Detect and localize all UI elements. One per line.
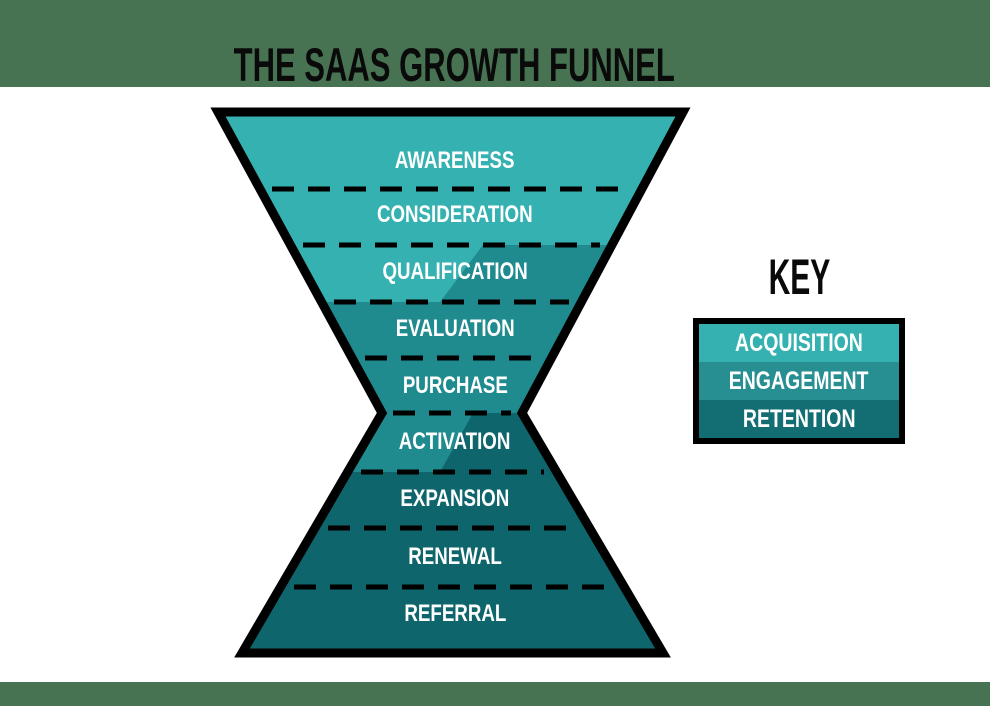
key-item-engagement: ENGAGEMENT	[699, 362, 899, 400]
stage-label-text: AWARENESS	[395, 147, 515, 174]
funnel-stage-awareness: AWARENESS	[0, 146, 910, 176]
stage-label-text: RENEWAL	[408, 543, 502, 570]
key-item-acquisition: ACQUISITION	[699, 324, 899, 362]
funnel-outline	[210, 107, 691, 658]
stage-label-text: QUALIFICATION	[382, 258, 528, 285]
stage-label-text: ACTIVATION	[399, 428, 511, 455]
stage-divider-lines	[272, 186, 630, 590]
stage-label-text: REFERRAL	[404, 600, 506, 627]
funnel-stage-renewal: RENEWAL	[0, 542, 910, 572]
key-title: KEY	[693, 252, 905, 302]
key-item-label: ACQUISITION	[735, 328, 863, 357]
key-legend: ACQUISITION ENGAGEMENT RETENTION	[693, 318, 905, 444]
key-item-retention: RETENTION	[699, 400, 899, 438]
funnel-stage-purchase: PURCHASE	[0, 371, 910, 401]
key-title-text: KEY	[768, 249, 830, 305]
funnel-stage-evaluation: EVALUATION	[0, 314, 910, 344]
funnel-stage-qualification: QUALIFICATION	[0, 257, 910, 287]
stage-label-text: EVALUATION	[395, 315, 515, 342]
key-item-label: ENGAGEMENT	[729, 366, 869, 395]
stage-label-text: PURCHASE	[402, 372, 508, 399]
funnel-stage-referral: REFERRAL	[0, 599, 910, 629]
funnel-stage-expansion: EXPANSION	[0, 484, 910, 514]
page-title: THE SAAS GROWTH FUNNEL	[0, 41, 908, 88]
stage-label-text: CONSIDERATION	[377, 201, 533, 228]
key-item-label: RETENTION	[742, 404, 856, 433]
funnel-stage-activation: ACTIVATION	[0, 427, 910, 457]
stage-label-text: EXPANSION	[400, 485, 510, 512]
top-banner	[0, 0, 990, 87]
funnel-stage-consideration: CONSIDERATION	[0, 200, 910, 230]
bottom-banner	[0, 682, 990, 706]
page-title-text: THE SAAS GROWTH FUNNEL	[233, 38, 675, 91]
